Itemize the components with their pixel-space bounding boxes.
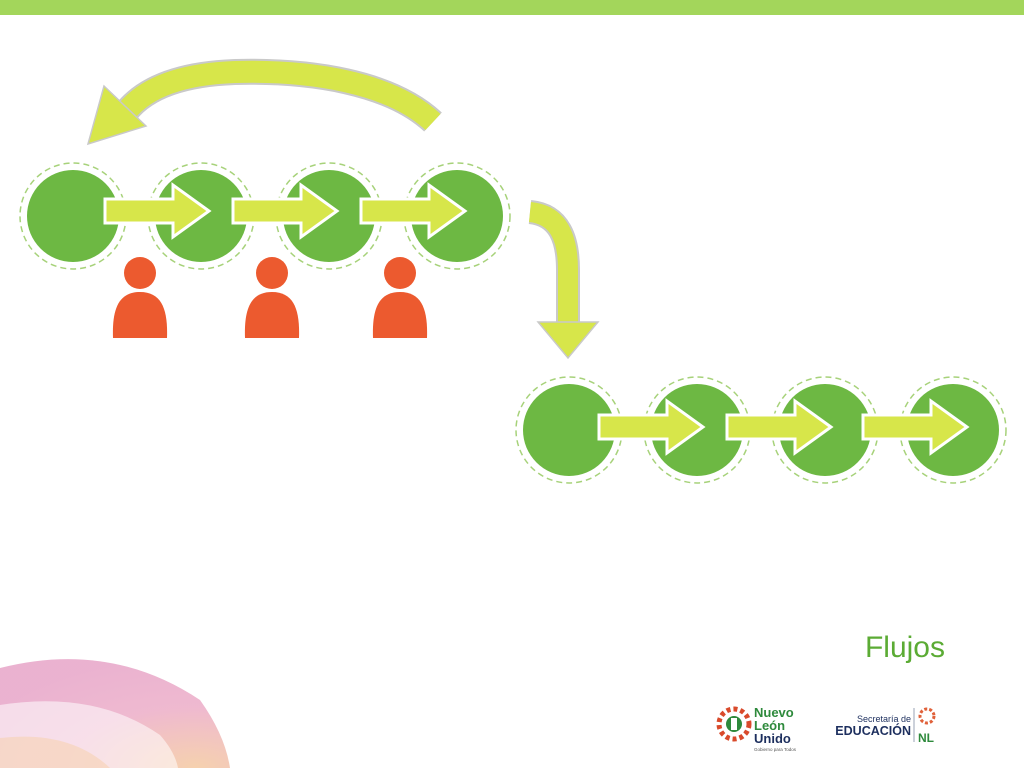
down-arrow-icon <box>527 200 600 360</box>
nuevo-leon-logo: Nuevo León Unido Gobierno para Todos <box>716 705 797 752</box>
nuevo-leon-line1: Nuevo <box>754 705 794 720</box>
right-arrow-icon <box>861 398 970 456</box>
educacion-abbr: NL <box>918 731 934 745</box>
nuevo-leon-emblem-icon <box>716 706 752 742</box>
educacion-line2: EDUCACIÓN <box>835 723 911 738</box>
person-icon <box>372 257 428 338</box>
nuevo-leon-line3: Unido <box>754 731 791 746</box>
person-icon <box>112 257 168 338</box>
top-flow-node-ring <box>403 162 511 270</box>
right-arrow-icon <box>359 182 468 240</box>
right-arrow-icon <box>597 398 706 456</box>
decorative-corner-arcs <box>0 659 230 768</box>
educacion-ring-icon <box>918 707 936 725</box>
right-arrow-icon <box>103 182 212 240</box>
person-icon <box>244 257 300 338</box>
return-arrow-icon <box>86 58 442 146</box>
right-arrow-icon <box>725 398 834 456</box>
people-group <box>112 257 428 338</box>
top-accent-bar <box>0 0 1024 15</box>
educacion-line1: Secretaría de <box>857 714 911 724</box>
nuevo-leon-line2: León <box>754 718 785 733</box>
nuevo-leon-tagline: Gobierno para Todos <box>754 747 797 752</box>
educacion-logo: Secretaría de EDUCACIÓN NL <box>835 707 936 745</box>
top-flow-node <box>27 170 119 262</box>
right-arrow-icon <box>231 182 340 240</box>
slide-title: Flujos <box>864 631 945 664</box>
bottom-flow-arrows <box>597 398 970 456</box>
bottom-flow-node-ring <box>899 376 1007 484</box>
bottom-flow-node <box>523 384 615 476</box>
top-flow-arrows <box>103 182 468 240</box>
